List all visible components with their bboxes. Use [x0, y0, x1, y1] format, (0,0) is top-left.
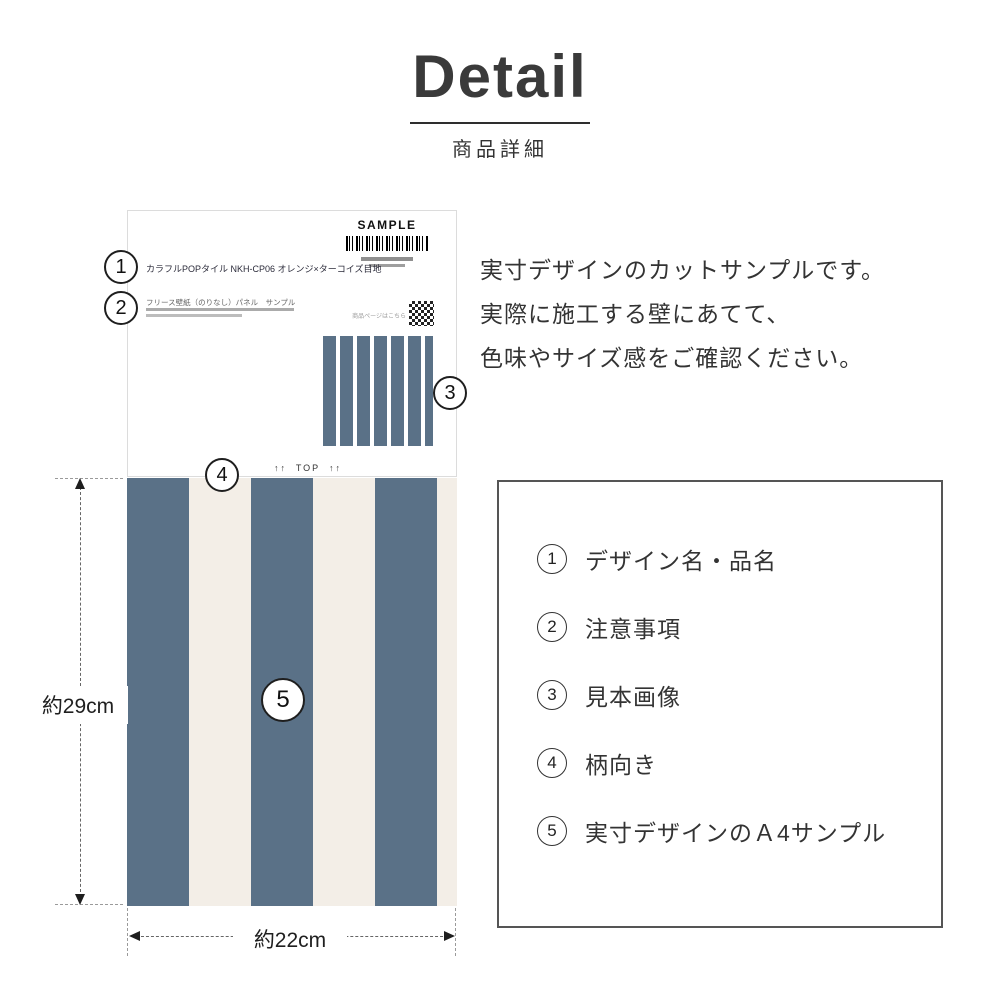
legend-number: 3 [537, 680, 567, 710]
sample-label: SAMPLE [357, 218, 417, 232]
sample-card: SAMPLE カラフルPOPタイル NKH-CP06 オレンジ×ターコイズ目地 … [127, 210, 457, 477]
pattern-swatch-thumbnail [323, 336, 433, 446]
description-line: 実寸デザインのカットサンプルです。 [480, 257, 886, 283]
barcode-text-bar [361, 257, 413, 261]
callout-number: 4 [216, 463, 228, 486]
callout-1: 1 [104, 250, 138, 284]
description-line: 色味やサイズ感をご確認ください。 [480, 345, 864, 371]
qr-code-icon [409, 301, 434, 326]
legend-number: 4 [537, 748, 567, 778]
callout-3: 3 [433, 376, 467, 410]
extension-line-left [127, 908, 128, 956]
page-subtitle: 商品詳細 [452, 139, 548, 161]
legend-number: 2 [537, 612, 567, 642]
extension-line-bottom [55, 904, 123, 905]
usage-note: フリース壁紙（のりなし）パネル サンプル [146, 298, 296, 307]
callout-number: 2 [115, 296, 127, 319]
legend-label: 実寸デザインのＡ4サンプル [585, 820, 887, 846]
callout-5: 5 [261, 678, 305, 722]
callout-4: 4 [205, 458, 239, 492]
note-placeholder-bar [146, 308, 294, 311]
callout-number: 3 [444, 381, 456, 404]
callout-2: 2 [104, 291, 138, 325]
arrow-up-icon [75, 478, 85, 489]
width-dimension-label: 約22cm [233, 922, 347, 956]
legend-item-5: 5 実寸デザインのＡ4サンプル [537, 814, 941, 848]
extension-line-right [455, 908, 456, 956]
legend-box: 1 デザイン名・品名 2 注意事項 3 見本画像 4 柄向き 5 実寸デザインの… [497, 480, 943, 928]
callout-number: 5 [276, 686, 290, 713]
legend-item-2: 2 注意事項 [537, 610, 941, 644]
height-dimension-label: 約29cm [28, 686, 128, 724]
description-text: 実寸デザインのカットサンプルです。 実際に施工する壁にあてて、 色味やサイズ感を… [480, 248, 885, 380]
legend-label: デザイン名・品名 [585, 548, 777, 574]
barcode [346, 236, 428, 251]
callout-number: 1 [115, 255, 127, 278]
note-placeholder-bar [146, 314, 242, 317]
description-line: 実際に施工する壁にあてて、 [480, 301, 791, 327]
legend-item-4: 4 柄向き [537, 746, 941, 780]
legend-item-3: 3 見本画像 [537, 678, 941, 712]
legend-number: 5 [537, 816, 567, 846]
legend-label: 見本画像 [585, 684, 681, 710]
arrow-right-icon [444, 931, 455, 941]
product-name: カラフルPOPタイル NKH-CP06 オレンジ×ターコイズ目地 [146, 264, 382, 274]
pattern-orientation-label: ↑↑ TOP ↑↑ [273, 463, 342, 473]
barcode-text-bar [369, 264, 405, 267]
extension-line-top [55, 478, 123, 479]
page-title: Detail [412, 43, 588, 110]
qr-caption: 商品ページはこちら [352, 314, 406, 320]
legend-label: 注意事項 [585, 616, 681, 642]
legend-label: 柄向き [585, 752, 657, 778]
arrow-left-icon [129, 931, 140, 941]
legend-number: 1 [537, 544, 567, 574]
arrow-down-icon [75, 894, 85, 905]
legend-item-1: 1 デザイン名・品名 [537, 542, 941, 576]
title-underline [410, 122, 590, 124]
